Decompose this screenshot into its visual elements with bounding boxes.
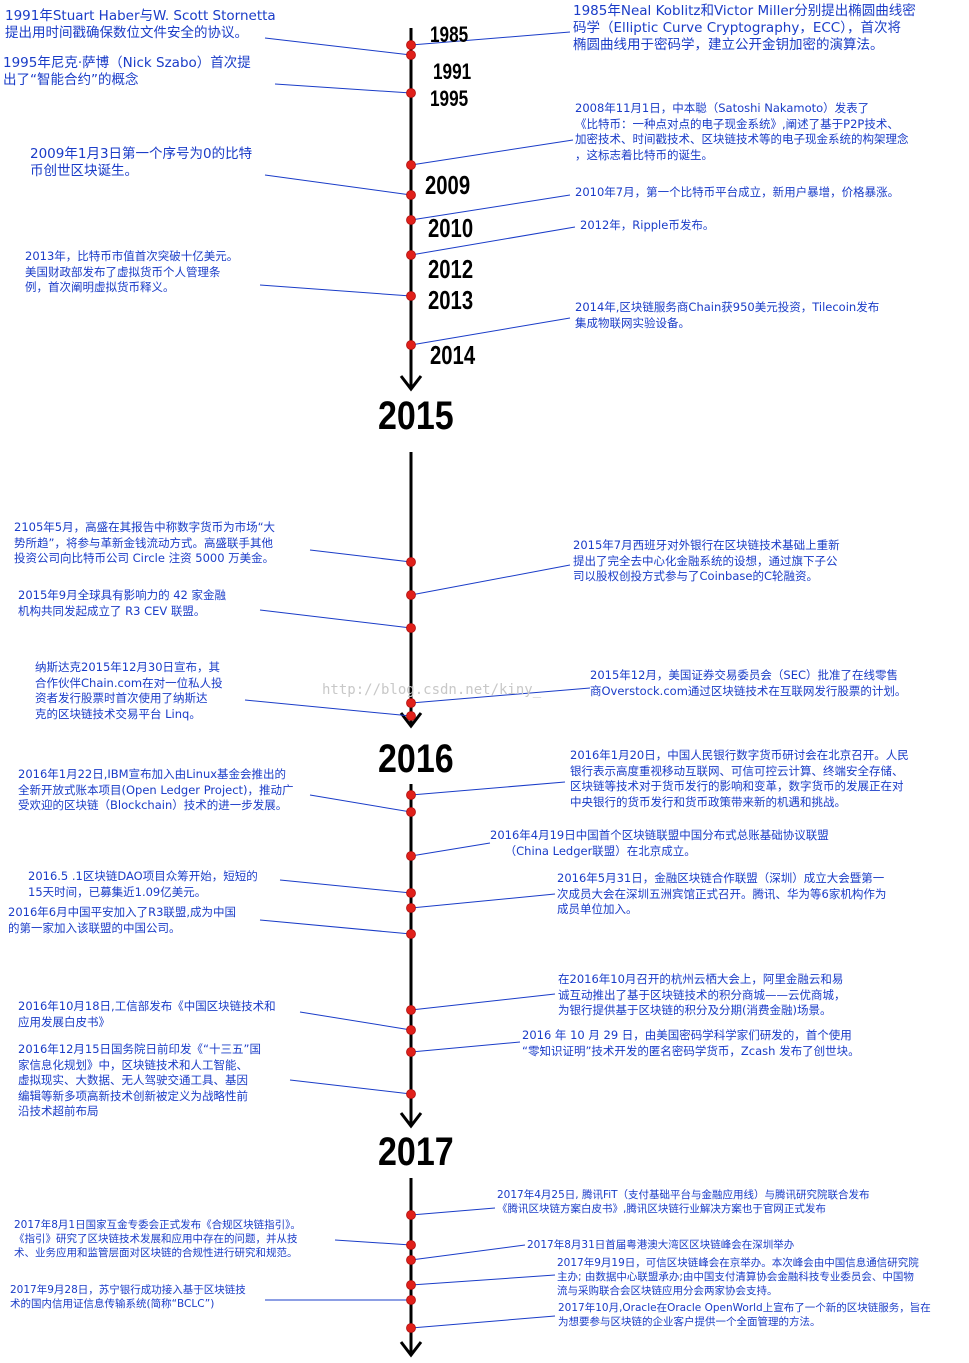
event-dot [406,888,416,898]
event-dot [406,160,416,170]
year-label: 1995 [430,86,469,111]
event-dot [406,623,416,633]
year-heading: 2016 [378,737,454,781]
axis-arrow-4 [399,1341,423,1358]
event-2015-nasdaq-text: 纳斯达克2015年12月30日宣布，其 合作伙伴Chain.com在对一位私人投… [35,660,223,721]
year-label: 2012 [428,254,474,284]
axis-arrow-1 [399,375,423,392]
year-heading: 2015 [378,394,454,438]
event-dot [406,215,416,225]
event-2016-dao-text: 2016.5 .1区块链DAO项目众筹开始，短短的 15天时间，已募集近1.09… [28,869,258,899]
event-dot [406,190,416,200]
event-dot [406,1255,416,1265]
event-dot [406,790,416,800]
event-2017-tencent-text: 2017年4月25日, 腾讯FiT（支付基础平台与金融应用线）与腾讯研究院联合发… [497,1189,870,1215]
event-1985-text: 1985年Neal Koblitz和Victor Miller分别提出椭圆曲线密… [573,3,916,53]
event-2016-pingan-text: 2016年6月中国平安加入了R3联盟,成为中国 的第一家加入该联盟的中国公司。 [8,905,237,935]
event-dot [406,557,416,567]
event-2017-suning-text: 2017年9月28日，苏宁银行成功接入基于区块链技 术的国内信用证信息传输系统(… [10,1284,246,1310]
event-dot [406,1210,416,1220]
event-dot [406,711,416,721]
event-dot [406,851,416,861]
event-dot [406,1323,416,1333]
event-2015-r3-text: 2015年9月全球具有影响力的 42 家金融 机构共同发起成立了 R3 CEV … [18,588,227,618]
axis-arrow-2 [399,712,423,729]
event-2014-text: 2014年,区块链服务商Chain获950美元投资，Tilecoin发布 集成物… [575,300,880,330]
event-dot [406,590,416,600]
event-2017-caict-text: 2017年9月19日，可信区块链峰会在京举办。本次峰会由中国信息通信研究院 主办… [557,1257,919,1297]
event-dot [406,1295,416,1305]
watermark: http://blog.csdn.net/kiny_ [322,682,542,698]
event-2016-plan-text: 2016年12月15日国务院日前印发《“十三五”国 家信息化规划》中，区块链技术… [18,1042,261,1118]
event-2017-guideline-text: 2017年8月1日国家互金专委会正式发布《合规区块链指引》。 《指引》研究了区块… [14,1219,301,1259]
event-dot [406,340,416,350]
event-2017-gba-text: 2017年8月31日首届粤港澳大湾区区块链峰会在深圳举办 [527,1239,795,1251]
year-label: 2010 [428,213,474,243]
year-label: 2014 [430,340,476,370]
event-dot [406,1089,416,1099]
event-2016-chinaledger-text: 2016年4月19日中国首个区块链联盟中国分布式总账基础协议联盟 （China … [490,828,829,858]
event-dot [406,807,416,817]
event-2009-text: 2009年1月3日第一个序号为0的比特 币创世区块诞生。 [30,146,253,179]
event-dot [406,291,416,301]
event-2016-shenzhen-text: 2016年5月31日，金融区块链合作联盟（深圳）成立大会暨第一 次成员大会在深圳… [557,871,887,916]
event-2016-yunqi-text: 在2016年10月召开的杭州云栖大会上，阿里金融云和易 诚互动推出了基于区块链技… [558,972,846,1017]
event-2016-pboc-text: 2016年1月20日，中国人民银行数字货币研讨会在北京召开。人民 银行表示高度重… [570,748,909,809]
year-label: 1985 [430,22,469,47]
event-1991-text: 1991年Stuart Haber与W. Scott Stornetta 提出用… [5,8,276,41]
event-dot [406,903,416,913]
event-dot [406,50,416,60]
event-dot [406,250,416,260]
event-1995-text: 1995年尼克·萨博（Nick Szabo）首次提 出了“智能合约”的概念 [3,55,251,88]
axis-arrow-3 [399,1112,423,1129]
event-2015-bbva-text: 2015年7月西班牙对外银行在区块链技术基础上重新 提出了完全去中心化金融系统的… [573,538,840,583]
event-2012-text: 2012年，Ripple币发布。 [580,218,715,232]
event-2016-zcash-text: 2016 年 10 月 29 日，由美国密码学科学家们研发的，首个使用 “零知识… [522,1028,860,1058]
event-dot [406,1025,416,1035]
event-2010-text: 2010年7月，第一个比特币平台成立，新用户暴增，价格暴涨。 [575,185,900,199]
event-2008-text: 2008年11月1日，中本聪（Satoshi Nakamoto）发表了 《比特币… [575,101,909,162]
event-dot [406,1280,416,1290]
event-2016-ibm-text: 2016年1月22日,IBM宣布加入由Linux基金会推出的 全新开放式账本项目… [18,767,294,812]
event-dot [406,929,416,939]
event-2013-text: 2013年，比特币市值首次突破十亿美元。 美国财政部发布了虚拟货币个人管理条 例… [25,249,239,294]
event-dot [406,698,416,708]
event-dot [406,1047,416,1057]
event-2015-goldman-text: 2105年5月，高盛在其报告中称数字货币为市场“大 势所趋”，将参与革新金钱流动… [14,520,276,565]
year-label: 1991 [433,59,472,84]
year-label: 2009 [425,170,471,200]
event-2016-miit-text: 2016年10月18日,工信部发布《中国区块链技术和 应用发展白皮书》 [18,999,276,1029]
year-label: 2013 [428,285,474,315]
event-dot [406,1005,416,1015]
event-2015-sec-text: 2015年12月，美国证券交易委员会（SEC）批准了在线零售 商Overstoc… [590,668,907,698]
year-heading: 2017 [378,1130,454,1174]
event-2017-oracle-text: 2017年10月,Oracle在Oracle OpenWorld上宣布了一个新的… [558,1302,931,1328]
event-dot [406,88,416,98]
event-dot [406,40,416,50]
event-dot [406,1240,416,1250]
